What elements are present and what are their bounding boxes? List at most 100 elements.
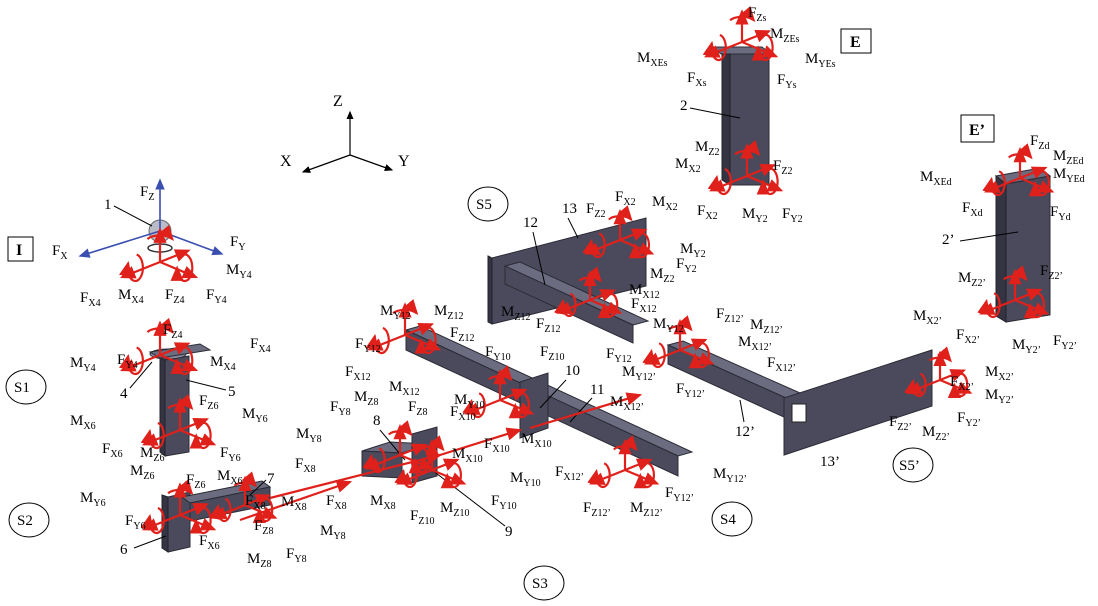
load-FX12: FX12 bbox=[631, 296, 657, 315]
moment-arrow bbox=[977, 292, 1001, 319]
force-arrow bbox=[179, 502, 210, 517]
load-FZ2b: FZ2 bbox=[586, 201, 605, 220]
load-FX8c: FX8 bbox=[245, 493, 266, 512]
load-MY2pb: MY2’ bbox=[985, 387, 1014, 406]
load-FX12L: FX12 bbox=[345, 364, 371, 383]
load-FY12L: FY12 bbox=[355, 336, 381, 355]
load-MZ6b: MZ6 bbox=[130, 463, 154, 482]
load-FX6b: FX6 bbox=[199, 533, 220, 552]
force-arrow bbox=[589, 289, 617, 302]
force-arrow bbox=[741, 29, 772, 44]
load-FZ12: FZ12 bbox=[536, 316, 560, 335]
moment-arrow bbox=[146, 224, 174, 241]
section-S3: S3 bbox=[523, 565, 565, 601]
part-number-12-prime: 12’ bbox=[735, 424, 755, 440]
load-FY12p: FY12’ bbox=[676, 381, 705, 400]
svg-text:S4: S4 bbox=[720, 512, 736, 528]
load-MZ2pb: MZ2’ bbox=[922, 424, 950, 443]
load-FYs: FYs bbox=[777, 72, 797, 91]
svg-text:S5: S5 bbox=[476, 197, 492, 213]
moment-arrow bbox=[688, 342, 710, 369]
force-arrow bbox=[939, 369, 967, 382]
load-FX12pL: FX12’ bbox=[555, 464, 584, 483]
moment-arrow bbox=[119, 253, 144, 283]
force-arrow bbox=[179, 417, 210, 432]
load-FY2a: FY2 bbox=[782, 206, 803, 225]
load-FZ6: FZ6 bbox=[199, 393, 218, 412]
load-MY12p: MY12’ bbox=[622, 364, 656, 383]
force-arrow bbox=[1014, 288, 1043, 302]
section-S1: S1 bbox=[5, 369, 47, 405]
load-FY6: FY6 bbox=[220, 445, 241, 464]
part-number-2: 2 bbox=[680, 98, 688, 114]
load-MX10b: MX10 bbox=[452, 446, 483, 465]
moment-arrow bbox=[170, 346, 194, 376]
load-MY2b: MY2 bbox=[680, 241, 706, 260]
load-MYEs: MYEs bbox=[805, 51, 836, 70]
part-6-column bbox=[161, 491, 191, 553]
axis-z-label: Z bbox=[333, 93, 343, 110]
moment-arrow bbox=[233, 471, 257, 488]
load-MZ6: MZ6 bbox=[140, 445, 164, 464]
load-labels: FZs MZEs MXEs MYEs FXs FYs MZ2 MX2 FZ2 F… bbox=[70, 5, 1085, 570]
axis-x-label: X bbox=[280, 153, 292, 170]
moment-arrow bbox=[209, 497, 232, 523]
moment-arrow bbox=[612, 435, 638, 452]
load-MZ8: MZ8 bbox=[354, 389, 378, 408]
load-FY4b: FY4 bbox=[117, 352, 138, 371]
load-MX12: MX12 bbox=[629, 282, 660, 301]
load-FX10b: FX10 bbox=[484, 436, 510, 455]
load-MZEd: MZEd bbox=[1053, 148, 1084, 167]
moment-arrow bbox=[947, 372, 969, 399]
load-FZ2p: FZ2’ bbox=[1040, 263, 1063, 282]
moment-arrow bbox=[419, 435, 445, 452]
moment-arrow bbox=[119, 346, 144, 376]
moment-arrow bbox=[982, 170, 1006, 197]
force-arrow bbox=[529, 392, 643, 430]
load-FYd: FYd bbox=[1050, 204, 1071, 223]
moment-arrow bbox=[394, 462, 418, 489]
moment-arrow bbox=[387, 420, 413, 437]
moment-arrow bbox=[462, 392, 486, 419]
moment-arrow bbox=[702, 33, 727, 62]
moment-arrow bbox=[140, 506, 165, 535]
force-arrow bbox=[499, 388, 528, 402]
load-FY12pL: FY12’ bbox=[665, 485, 694, 504]
load-FY2pb: FY2’ bbox=[957, 410, 981, 429]
moment-arrow bbox=[642, 342, 666, 369]
svg-text:E: E bbox=[850, 34, 861, 51]
part-number-12: 12 bbox=[523, 215, 538, 231]
moment-arrow bbox=[365, 326, 390, 355]
moment-arrow bbox=[582, 232, 606, 259]
load-FZ10: FZ10 bbox=[540, 344, 564, 363]
moment-arrow bbox=[1028, 170, 1050, 197]
load-MZ2: MZ2 bbox=[695, 139, 719, 158]
load-FZ4b: FZ4 bbox=[163, 322, 182, 341]
load-MZ12L: MZ12 bbox=[434, 303, 463, 322]
load-FZ12pL: FZ12’ bbox=[583, 500, 611, 519]
part-number-5: 5 bbox=[228, 384, 236, 400]
load-MZ12: MZ12 bbox=[501, 304, 530, 323]
load-FY2p: FY2’ bbox=[1053, 333, 1077, 352]
moment-arrow bbox=[170, 253, 194, 283]
force-arrow bbox=[404, 322, 435, 337]
load-MX6: MX6 bbox=[70, 413, 96, 432]
moment-arrow bbox=[167, 479, 194, 496]
moment-arrow bbox=[578, 266, 602, 283]
load-MX12pL: MX12’ bbox=[610, 394, 644, 413]
load-FY8: FY8 bbox=[330, 399, 351, 418]
part-11-beam bbox=[404, 325, 694, 477]
force-arrow bbox=[746, 163, 777, 178]
load-MX8c: MX8 bbox=[281, 494, 307, 513]
load-arrows bbox=[119, 6, 1055, 535]
load-MX6b: MX6 bbox=[217, 468, 243, 487]
load-MXEd: MXEd bbox=[920, 169, 952, 188]
load-FX2p: FX2’ bbox=[956, 327, 980, 346]
moment-arrow bbox=[508, 392, 530, 419]
load-FXd: FXd bbox=[962, 200, 983, 219]
moment-arrow bbox=[487, 365, 513, 382]
load-MY2a: MY2 bbox=[742, 206, 768, 225]
moment-arrow bbox=[928, 346, 952, 363]
